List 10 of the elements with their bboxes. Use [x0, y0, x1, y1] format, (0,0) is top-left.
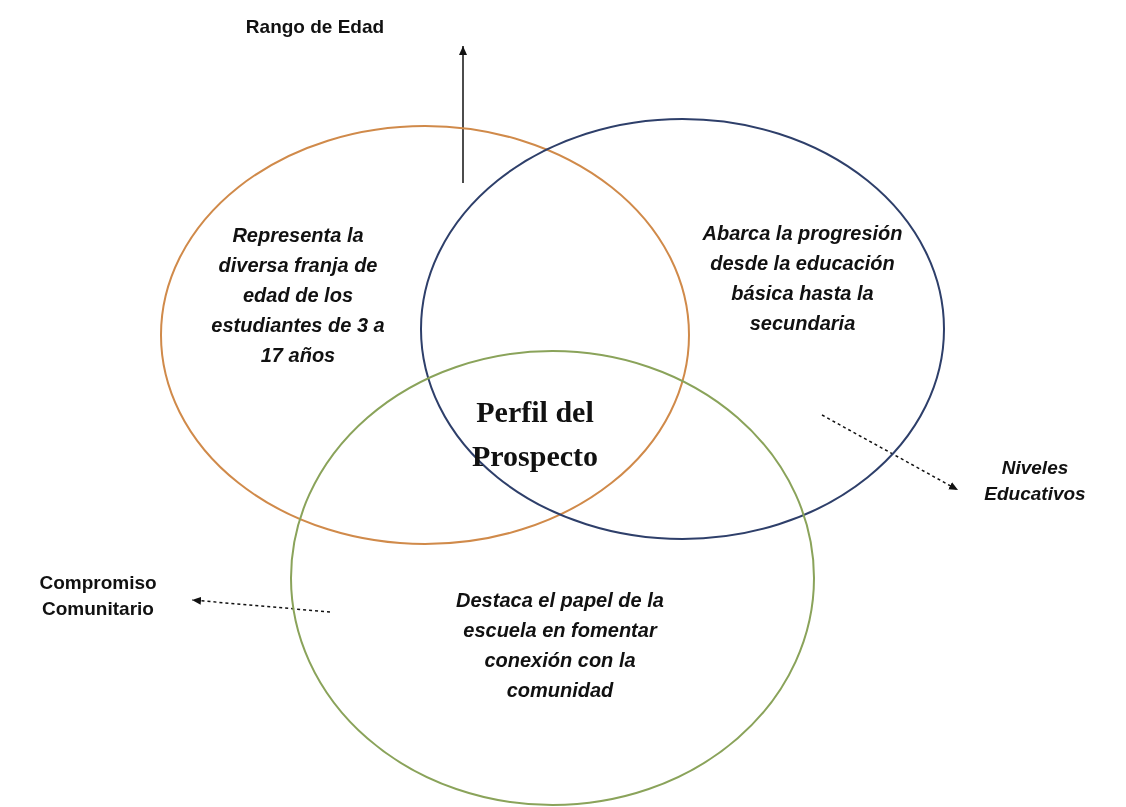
circle-description: Representa la diversa franja de edad de los estudiantes de 3 a 17 años	[210, 223, 386, 368]
circle-description: Destaca el papel de la escuela en fomentar conexión con la comunidad	[455, 588, 665, 703]
category-label: Compromiso Comunitario	[38, 571, 158, 621]
circle-description: Abarca la progresión desde la educación básica hasta la secundaria	[701, 221, 904, 336]
arrow	[191, 596, 331, 613]
category-label: Rango de Edad	[244, 15, 386, 39]
center-title: Perfil del Prospecto	[470, 394, 600, 474]
arrow	[459, 45, 467, 184]
arrow	[821, 414, 959, 491]
category-label: Niveles Educativos	[983, 456, 1087, 506]
